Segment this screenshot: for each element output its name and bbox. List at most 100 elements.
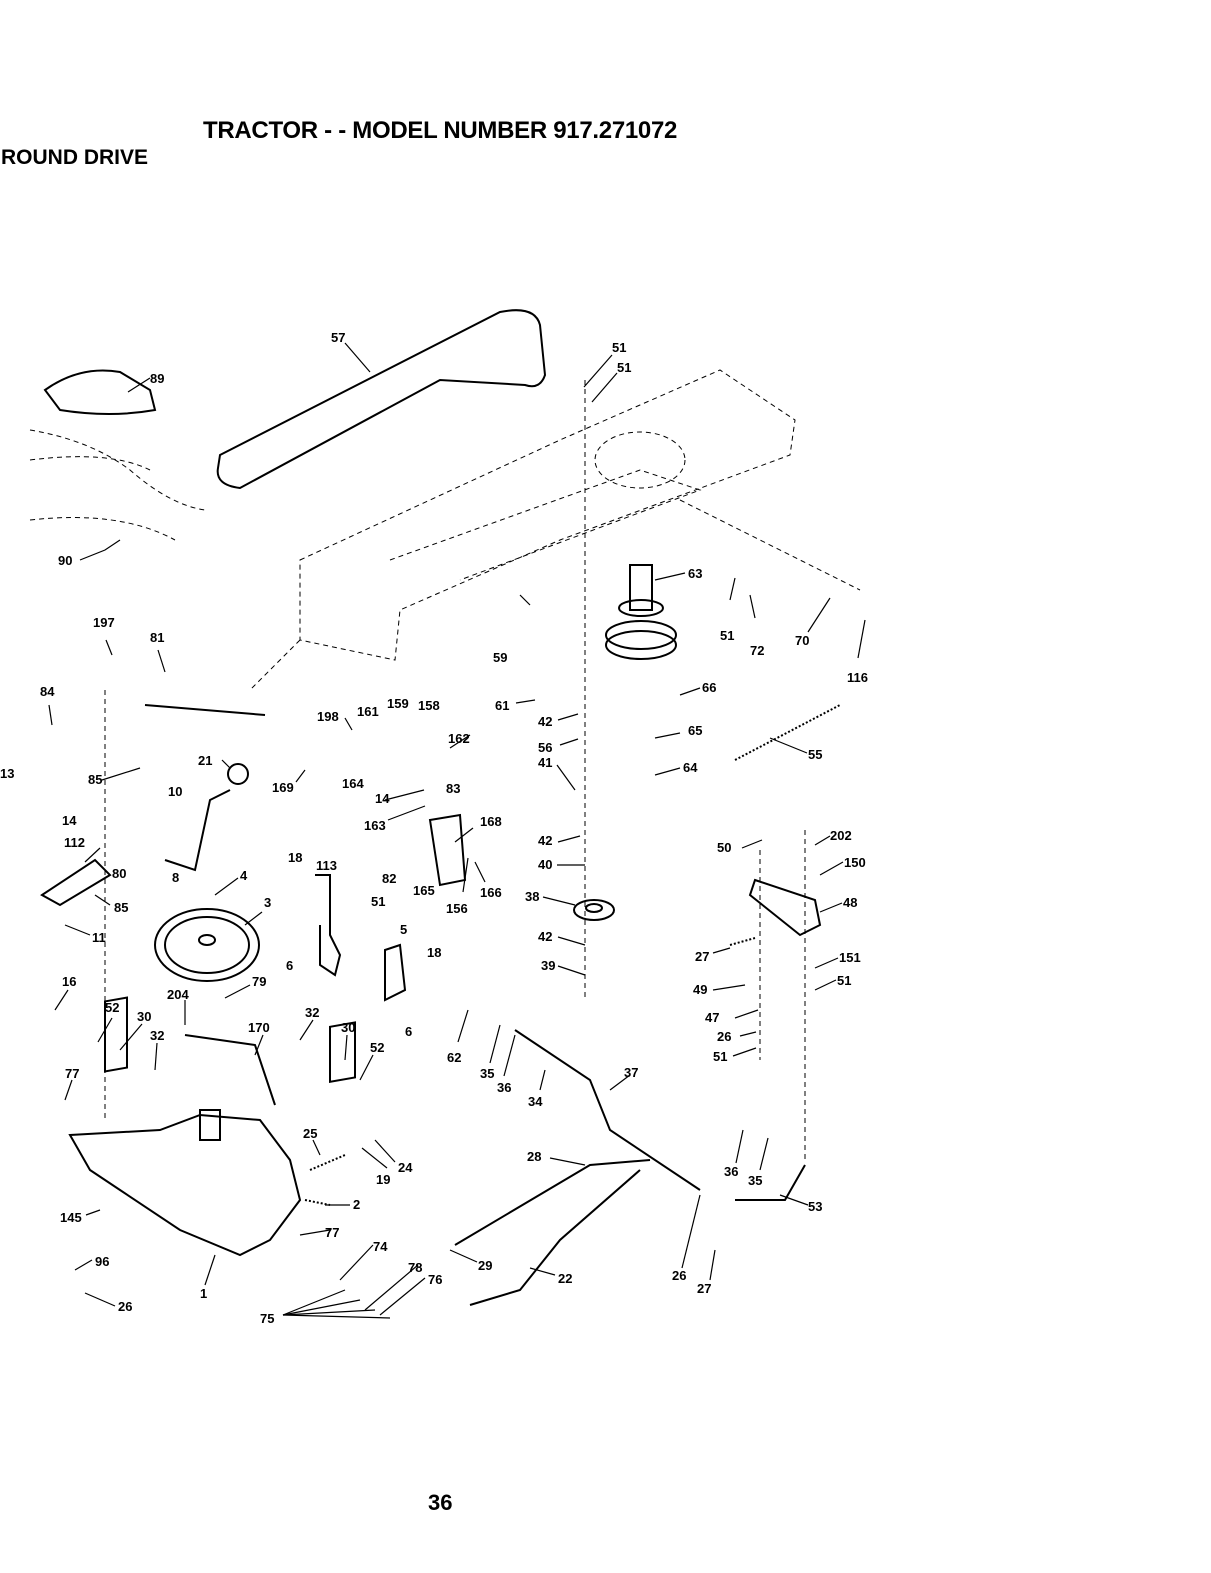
callout-label: 202 — [830, 828, 852, 843]
callout-label: 22 — [558, 1271, 572, 1286]
callout-label: 21 — [198, 753, 212, 768]
callout-label: 161 — [357, 704, 379, 719]
callout-label: 50 — [717, 840, 731, 855]
link-rod-53 — [735, 1164, 806, 1201]
spring-2 — [304, 1199, 331, 1206]
callout-label: 28 — [527, 1149, 541, 1164]
drive-pulley — [573, 899, 615, 921]
callout-label: 166 — [480, 885, 502, 900]
section-title: ;ROUND DRIVE — [0, 146, 149, 169]
callout-label: 84 — [40, 684, 55, 699]
callout-label: 51 — [720, 628, 734, 643]
callout-label: 8 — [172, 870, 179, 885]
bracket-48 — [748, 878, 822, 937]
callout-label: 30 — [137, 1009, 151, 1024]
callout-label: 24 — [398, 1160, 413, 1175]
callout-label: 96 — [95, 1254, 109, 1269]
callout-label: 38 — [525, 889, 539, 904]
idler-pulley — [154, 908, 260, 982]
callout-label: 83 — [446, 781, 460, 796]
shift-lever — [164, 789, 231, 872]
callout-label: 76 — [428, 1272, 442, 1287]
bracket-5 — [384, 943, 407, 1002]
spring-25 — [309, 1154, 346, 1171]
callout-label: 40 — [538, 857, 552, 872]
callout-label: 55 — [808, 747, 822, 762]
callout-label: 51 — [612, 340, 626, 355]
callout-label: 170 — [248, 1020, 270, 1035]
callout-label: 165 — [413, 883, 435, 898]
callout-label: 156 — [446, 901, 468, 916]
callout-label: 80 — [112, 866, 126, 881]
callout-label: 36 — [724, 1164, 738, 1179]
tractor-frame — [299, 369, 796, 661]
callout-label: 51 — [837, 973, 851, 988]
callout-label: 11 — [92, 930, 106, 945]
callout-label: 63 — [688, 566, 702, 581]
callout-label: 158 — [418, 698, 440, 713]
callout-label: 70 — [795, 633, 809, 648]
callout-label: 52 — [105, 1000, 119, 1015]
callout-label: 163 — [364, 818, 386, 833]
callout-label: 26 — [717, 1029, 731, 1044]
callout-label: 27 — [695, 949, 709, 964]
callout-label: 204 — [167, 987, 189, 1002]
callout-label: 37 — [624, 1065, 638, 1080]
callout-label: 51 — [617, 360, 631, 375]
transaxle — [68, 1113, 302, 1257]
bracket-165 — [428, 813, 467, 887]
callout-label: 34 — [528, 1094, 543, 1109]
callout-label: 16 — [62, 974, 76, 989]
callout-label: 35 — [480, 1066, 494, 1081]
callout-label: 25 — [303, 1126, 317, 1141]
mount-plate-right — [329, 1021, 356, 1083]
part-callouts: 57 89 90 51 51 63 51 72 70 116 197 81 84… — [0, 330, 868, 1326]
callout-label: 35 — [748, 1173, 762, 1188]
callout-label: 90 — [58, 553, 72, 568]
callout-label: 26 — [672, 1268, 686, 1283]
callout-label: 47 — [705, 1010, 719, 1025]
callout-label: 145 — [60, 1210, 82, 1225]
callout-label: 13 — [0, 766, 14, 781]
link-rod-28 — [454, 1159, 651, 1246]
callout-label: 14 — [375, 791, 390, 806]
callout-label: 30 — [341, 1020, 355, 1035]
callout-label: 112 — [64, 835, 85, 850]
callout-label: 56 — [538, 740, 552, 755]
callout-label: 169 — [272, 780, 294, 795]
callout-label: 57 — [331, 330, 345, 345]
shift-rod — [144, 704, 266, 716]
callout-label: 164 — [342, 776, 364, 791]
callout-label: 36 — [497, 1080, 511, 1095]
callout-label: 26 — [118, 1299, 132, 1314]
callout-label: 1 — [200, 1286, 207, 1301]
callout-label: 82 — [382, 871, 396, 886]
bracket-113 — [315, 874, 342, 977]
callout-label: 32 — [150, 1028, 164, 1043]
callout-label: 79 — [252, 974, 266, 989]
callout-label: 77 — [65, 1066, 79, 1081]
callout-label: 197 — [93, 615, 115, 630]
callout-label: 39 — [541, 958, 555, 973]
callout-label: 4 — [240, 868, 248, 883]
callout-label: 113 — [316, 858, 337, 873]
callout-label: 10 — [168, 784, 182, 799]
callout-label: 81 — [150, 630, 164, 645]
callout-label: 116 — [847, 670, 868, 685]
callout-label: 48 — [843, 895, 857, 910]
callout-label: 19 — [376, 1172, 390, 1187]
callout-label: 151 — [839, 950, 861, 965]
link-rod-34 — [514, 1029, 701, 1191]
callout-label: 72 — [750, 643, 764, 658]
tension-spring — [734, 704, 841, 761]
callout-label: 5 — [400, 922, 407, 937]
callout-label: 74 — [373, 1239, 388, 1254]
callout-label: 42 — [538, 833, 552, 848]
callout-label: 42 — [538, 929, 552, 944]
callout-label: 150 — [844, 855, 866, 870]
callout-label: 18 — [288, 850, 302, 865]
callout-label: 75 — [260, 1311, 274, 1326]
callout-label: 159 — [387, 696, 409, 711]
callout-label: 32 — [305, 1005, 319, 1020]
